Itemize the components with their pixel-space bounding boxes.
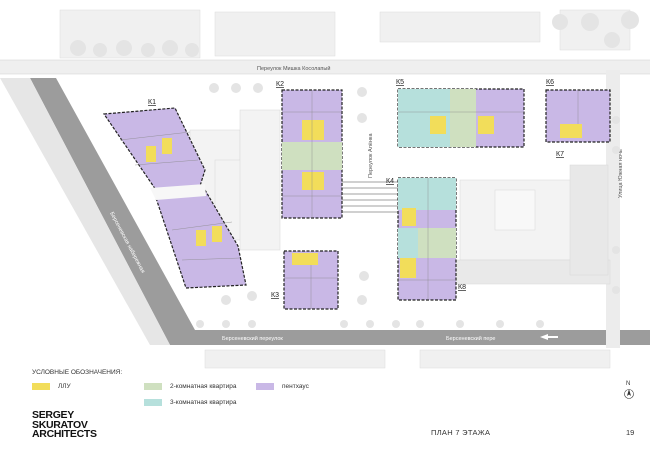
legend-item-llu: ЛЛУ <box>32 383 71 390</box>
block-k4-label: К4 <box>386 178 394 185</box>
block-k1-label: К1 <box>148 99 156 106</box>
bottom-street-label-right: Берсеневский пере <box>446 335 495 342</box>
top-street <box>0 60 650 74</box>
legend-item-penthouse: пентхаус <box>256 383 309 390</box>
middle-street-label: Переулок Алёнка <box>368 133 374 178</box>
right-street-label: Улица Южная ночь <box>618 149 624 198</box>
legend-swatch-llu <box>32 383 50 390</box>
legend-title: УСЛОВНЫЕ ОБОЗНАЧЕНИЯ: <box>32 369 123 376</box>
north-arrow-icon: N <box>624 381 634 399</box>
block-k7-label: К7 <box>556 151 564 158</box>
north-label: N <box>626 381 630 387</box>
architect-logo: SERGEY SKURATOV ARCHITECTS <box>32 409 97 440</box>
top-street-label: Переулок Мишка Косолапый <box>257 65 330 72</box>
legend-label-penthouse: пентхаус <box>282 383 309 390</box>
block-k1: К1 <box>102 99 247 289</box>
bottom-street-label-left: Берсеневский переулок <box>222 335 283 342</box>
legend-item-three-room: 3-комнатная квартира <box>144 399 237 406</box>
logo-line-3: ARCHITECTS <box>32 428 97 440</box>
legend-label-two-room: 2-комнатная квартира <box>170 383 237 390</box>
block-k8-label: К8 <box>458 284 466 291</box>
page-number: 19 <box>626 428 635 437</box>
legend-label-three-room: 3-комнатная квартира <box>170 399 237 406</box>
block-k3-label: К3 <box>271 292 279 299</box>
trees <box>70 11 639 328</box>
legend-swatch-two-room <box>144 383 162 390</box>
block-k3: К3 <box>271 250 339 310</box>
block-k4: К4 К8 <box>386 177 466 301</box>
legend: УСЛОВНЫЕ ОБОЗНАЧЕНИЯ: ЛЛУ 2-комнатная кв… <box>32 369 452 409</box>
legend-swatch-penthouse <box>256 383 274 390</box>
block-k5: К5 <box>396 79 525 148</box>
block-k2-label: К2 <box>276 81 284 88</box>
logo-line-2: SKURATOV <box>32 418 88 431</box>
legend-label-llu: ЛЛУ <box>58 383 71 390</box>
block-k6-label: К6 <box>546 79 554 86</box>
block-k2: К2 <box>276 81 343 219</box>
plan-title: ПЛАН 7 ЭТАЖА <box>431 428 491 437</box>
legend-item-two-room: 2-комнатная квартира <box>144 383 237 390</box>
legend-swatch-three-room <box>144 399 162 406</box>
block-k6: К6 К7 <box>545 79 611 158</box>
logo-line-1: SERGEY <box>32 409 74 421</box>
context-buildings <box>59 9 631 59</box>
block-k5-label: К5 <box>396 79 404 86</box>
